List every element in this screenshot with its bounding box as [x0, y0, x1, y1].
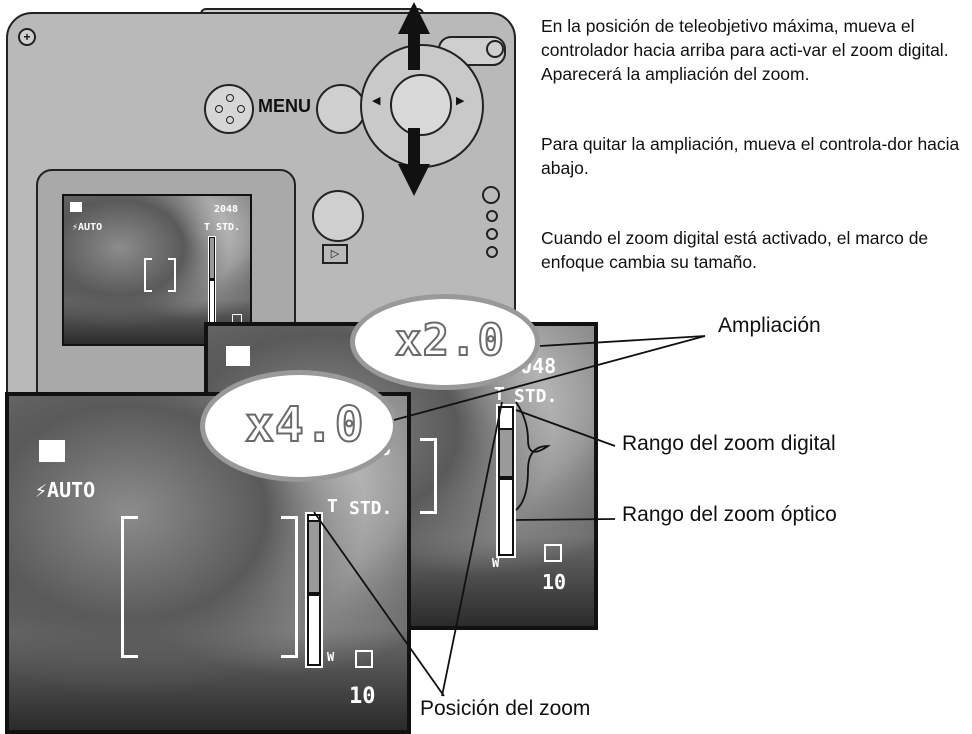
large-card-icon	[355, 650, 373, 668]
leader-posicion-2	[313, 511, 445, 697]
instruction-paragraph-1: En la posición de teleobjetivo máxima, m…	[541, 16, 949, 84]
arrow-up-icon	[398, 2, 430, 70]
lamp-2-icon	[486, 210, 498, 222]
leader-ampliacion-2	[393, 335, 706, 421]
medium-frame-count: 10	[542, 570, 567, 594]
small-resolution: 2048	[214, 204, 239, 215]
small-quality: STD.	[216, 222, 241, 233]
lamp-3-icon	[486, 228, 498, 240]
magnification-x4-label: x4.0	[244, 396, 365, 454]
callout-rango-optico: Rango del zoom óptico	[622, 503, 837, 526]
screw-left-icon	[18, 28, 36, 46]
large-tele-mark: T	[327, 496, 338, 517]
magnification-oval-x4: x4.0	[200, 370, 398, 482]
controller-right-arrow-icon: ▶	[456, 95, 465, 107]
large-frame-count: 10	[349, 684, 376, 709]
lamp-1-icon	[482, 186, 500, 204]
medium-quality: STD.	[514, 386, 558, 407]
controller-left-arrow-icon: ◀	[372, 95, 381, 107]
lamp-4-icon	[486, 246, 498, 258]
magnification-x2-label: x2.0	[394, 314, 505, 367]
small-flash-label: ⚡AUTO	[72, 222, 103, 233]
callout-ampliacion: Ampliación	[718, 314, 821, 337]
instruction-paragraph-2: Para quitar la ampliación, mueva el cont…	[541, 134, 960, 178]
leader-posicion-1	[441, 401, 503, 697]
leader-rango-optico	[515, 518, 616, 521]
brace-digital	[515, 401, 551, 511]
playback-button-icon[interactable]: ▷	[322, 244, 348, 264]
large-focus-bracket-right	[281, 516, 298, 658]
menu-label: MENU	[258, 96, 311, 116]
screw-cross-icon: +	[23, 30, 31, 44]
callout-rango-digital: Rango del zoom digital	[622, 432, 836, 455]
large-quality: STD.	[349, 498, 393, 519]
arrow-down-icon	[398, 128, 430, 196]
small-tele-mark: T	[204, 222, 211, 233]
controller-center-button[interactable]	[390, 74, 452, 136]
small-focus-bracket-left	[144, 258, 152, 292]
large-camera-mode-icon	[39, 440, 65, 462]
screw-right-icon	[486, 40, 504, 58]
medium-tele-mark: T	[494, 384, 505, 405]
instruction-paragraph-3: Cuando el zoom digital está activado, el…	[541, 228, 929, 272]
small-camera-mode-icon	[70, 202, 82, 212]
leader-ampliacion-1	[539, 335, 706, 347]
leader-rango-digital	[515, 409, 616, 447]
medium-zoom-bar	[496, 404, 516, 558]
medium-card-icon	[544, 544, 562, 562]
small-focus-bracket-right	[168, 258, 176, 292]
large-wide-mark: W	[327, 650, 335, 664]
callout-posicion-zoom: Posición del zoom	[420, 697, 591, 720]
four-dot-button[interactable]	[204, 84, 254, 134]
magnification-oval-x2: x2.0	[350, 294, 540, 390]
large-focus-bracket-left	[121, 516, 138, 658]
medium-camera-mode-icon	[226, 346, 250, 366]
medium-wide-mark: W	[492, 556, 500, 570]
large-flash-label: ⚡AUTO	[35, 478, 96, 502]
zoom-arrows	[398, 2, 430, 196]
medium-focus-bracket	[420, 438, 437, 514]
round-button[interactable]	[312, 190, 364, 242]
small-lcd-screen: ⚡AUTO 2048 T STD. W 10	[62, 194, 252, 346]
